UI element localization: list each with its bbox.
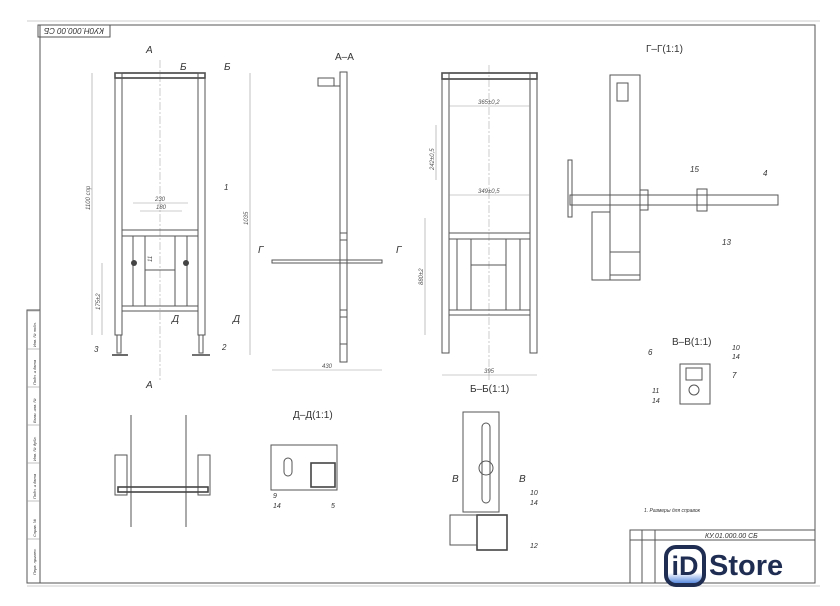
callout-9: 9: [273, 493, 277, 500]
dim-430: 430: [322, 364, 333, 370]
section-dd-title: Д–Д(1:1): [293, 410, 333, 421]
dim-height-right: 1035: [244, 211, 250, 225]
plan-view: [114, 415, 211, 527]
side-strip-label: Взам. инв. №: [32, 398, 37, 423]
title-block: КУ.01.000.00 СБ: [629, 529, 816, 584]
callout-12: 12: [530, 543, 538, 550]
dim-349: 349±0,5: [478, 189, 500, 195]
logo-text: Store: [709, 549, 784, 582]
marker-v-right: В: [519, 474, 526, 485]
drawing-number-titleblock: КУ.01.000.00 СБ: [705, 533, 758, 540]
drawing-note: 1. Размеры для справок: [644, 508, 701, 514]
callout-15: 15: [690, 165, 699, 174]
section-gg-title: Г–Г(1:1): [646, 44, 683, 55]
dim-365: 365±0,2: [478, 100, 500, 106]
marker-b-left: Б: [180, 62, 187, 73]
callout-10: 10: [732, 345, 740, 352]
marker-d-left: Д: [171, 314, 179, 325]
logo-mark: iD: [664, 545, 706, 587]
side-strip-label: Инв. № подл.: [32, 322, 37, 347]
side-strip-label: Инв. № дубл.: [32, 436, 37, 461]
section-vv-view: В–В(1:1) 6 10 14 7 11 14: [648, 337, 740, 405]
section-bb-title: Б–Б(1:1): [470, 384, 509, 395]
dim-880: 880±2: [419, 268, 425, 285]
side-strip-label: Справ. №: [32, 518, 37, 537]
marker-a-top: А: [145, 45, 153, 56]
marker-b-right: Б: [224, 62, 231, 73]
callout-10-bb: 10: [530, 490, 538, 497]
dim-395: 395: [484, 369, 495, 375]
rear-view: 365±0,2 349±0,5 242±0,5 880±2 395: [419, 65, 538, 380]
callout-14-vv2: 14: [652, 398, 660, 405]
section-aa-view: А–А 430 Г Г: [258, 52, 403, 371]
section-dd-view: Д–Д(1:1) 9 14 5: [270, 410, 338, 510]
callout-13: 13: [722, 238, 731, 247]
dim-11: 11: [148, 256, 154, 262]
marker-d-right: Д: [232, 314, 240, 325]
dim-180: 180: [156, 205, 167, 211]
section-gg-view: Г–Г(1:1) 15 4 13: [567, 44, 779, 281]
callout-4: 4: [763, 169, 768, 178]
callout-14-bb: 14: [530, 500, 538, 507]
drawing-number-top: КУ0Н.000.00 СБ: [44, 26, 104, 35]
front-view: 1100 спр 1035 230 180 175±2 11 А А Б Б Д…: [86, 45, 251, 391]
marker-a-bottom: А: [145, 380, 153, 391]
dim-230: 230: [154, 197, 166, 203]
sheet-frame: КУ0Н.000.00 СБ: [26, 20, 820, 587]
callout-3: 3: [94, 345, 99, 354]
dim-height-total: 1100 спр: [86, 185, 92, 210]
section-bb-view: Б–Б(1:1) В В 10 14 12: [449, 384, 538, 551]
side-strip-label: Подп. и дата: [32, 359, 37, 385]
callout-14-vv: 14: [732, 354, 740, 361]
callout-5: 5: [331, 503, 335, 510]
callout-14-dd: 14: [273, 503, 281, 510]
callout-1: 1: [224, 183, 228, 192]
side-strip-label: Подп. и дата: [32, 473, 37, 499]
marker-g-right: Г: [396, 245, 403, 256]
marker-v-left: В: [452, 474, 459, 485]
callout-7: 7: [732, 371, 737, 380]
section-vv-title: В–В(1:1): [672, 337, 711, 348]
callout-2: 2: [221, 343, 227, 352]
callout-6: 6: [648, 348, 653, 357]
callout-11: 11: [652, 388, 659, 395]
marker-g-left: Г: [258, 245, 265, 256]
side-strip-label: Перв. примен.: [32, 548, 37, 575]
idstore-logo: iD Store: [664, 545, 783, 587]
dim-242: 242±0,5: [430, 148, 436, 171]
dim-175: 175±2: [96, 293, 102, 310]
section-aa-title: А–А: [335, 52, 354, 63]
